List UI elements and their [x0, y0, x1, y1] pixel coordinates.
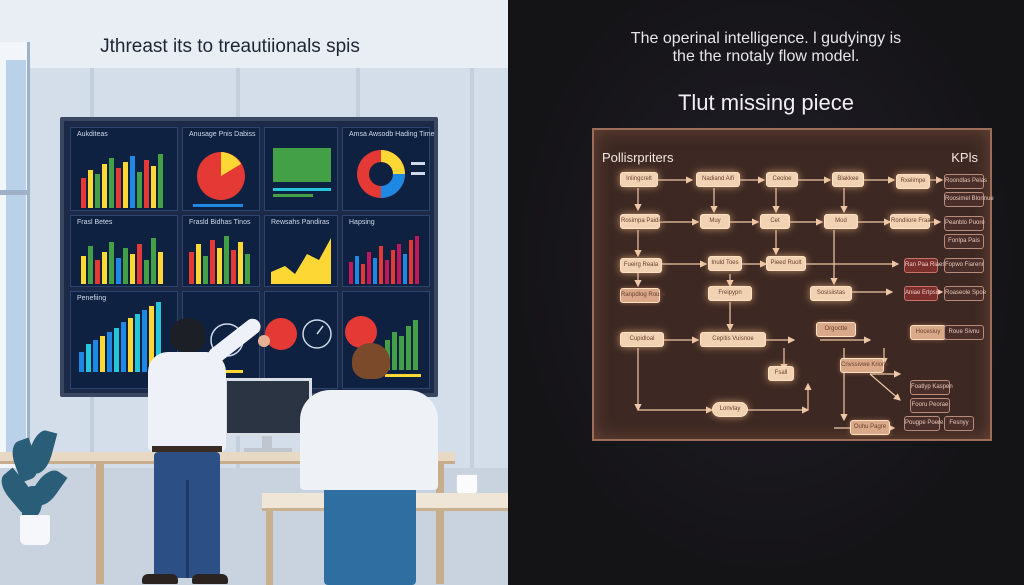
left-panel: Jthreast its to treautiionals spis Aukdi…	[0, 0, 508, 585]
flow-node: Orgoctte	[816, 322, 856, 337]
dashboard-tile-bar: Frasld Bidhas Tinos	[182, 215, 260, 287]
flow-node: Muy	[700, 214, 730, 229]
kpi-item: Fooru Peorae	[910, 398, 950, 413]
dashboard-tile-pie: Anusage Pnis Dabiss	[182, 127, 260, 211]
flow-node: Cepitis Vuisnoe	[700, 332, 766, 347]
ceiling	[0, 0, 508, 68]
kpi-item: Roue Sivnu	[944, 325, 984, 340]
flow-node: Fueirg Reala	[620, 258, 662, 273]
kpi-item: Roaseole Spoe	[944, 286, 986, 301]
tile-title: Penefiing	[77, 295, 107, 302]
flow-node: Inlingcrelt	[620, 172, 658, 187]
desk-leg	[436, 464, 444, 584]
tile-title: Frasld Bidhas Tinos	[189, 219, 251, 226]
flow-node: Ranpdlog Rouse	[620, 288, 666, 303]
flow-connectors	[634, 176, 944, 432]
dashboard-tile-donut: Amsa Awsodb Hading Time	[342, 127, 434, 211]
wall-divider	[470, 68, 474, 468]
plant-pot	[20, 515, 50, 545]
right-heading-line1: The operinal intelligence. l gudyingy is	[630, 30, 902, 47]
tile-title: Aukditeas	[77, 131, 108, 138]
right-panel: The operinal intelligence. l gudyingy is…	[508, 0, 1024, 585]
dashboard-tile-area: Rewsahs Pandiras	[264, 215, 338, 287]
flow-node: Ouhu Pagre	[850, 420, 890, 435]
person-standing-leg-gap	[186, 480, 189, 578]
flow-node: Nadiand Aifi	[696, 172, 740, 187]
flow-node: Cnvssivwe Kriorle	[840, 358, 889, 373]
plant-leaf	[22, 486, 42, 518]
belt	[152, 446, 222, 452]
flow-node: Cet	[760, 214, 790, 229]
window-pane	[6, 60, 26, 460]
person-standing-torso	[148, 352, 226, 452]
monitor-base	[244, 448, 292, 453]
dashboard-tile-bar: Hapsing	[342, 215, 430, 287]
bar-chart-icon	[79, 302, 161, 372]
kpi-item: Roondlas Pelas	[944, 174, 987, 189]
flow-node: Ceoloe	[766, 172, 798, 187]
dashboard-tile-bar: Aukditeas	[70, 127, 178, 211]
flow-node: Freipypn	[708, 286, 752, 301]
left-heading: Jthreast its to treautiionals spis	[100, 36, 360, 57]
window-bar	[0, 190, 30, 195]
flow-node: Mod	[824, 214, 858, 229]
person-seated-head	[352, 343, 390, 379]
flow-node: Lonvlay	[712, 402, 748, 417]
flow-node: Hocesiuy	[910, 325, 946, 340]
person-seated-torso	[300, 390, 438, 490]
desktop-monitor	[224, 378, 312, 436]
bar-chart-icon	[349, 236, 419, 284]
pointing-hand	[258, 335, 270, 347]
shoe	[142, 574, 178, 584]
kpi-item: Fesnyy	[944, 416, 974, 431]
desk-leg	[266, 511, 273, 585]
bar-chart-icon	[81, 238, 163, 284]
shoe	[192, 574, 228, 584]
kpi-item: Foatlyp Kaspen	[910, 380, 953, 395]
flow-node: Rosimpa Paidin	[620, 214, 663, 229]
area-chart-icon	[273, 148, 331, 197]
right-subheading: Tlut missing piece	[677, 90, 855, 115]
kpi-item: Pougpe Poere	[904, 416, 943, 431]
tile-title: Rewsahs Pandiras	[271, 219, 330, 226]
flow-node: Inuld Toes	[708, 256, 742, 271]
flow-model-board: Pollisrpriters KPls Inlingcrelt Nadiand …	[592, 128, 994, 441]
kpi-item: Fonlpa Pais	[944, 234, 984, 249]
flow-node: Fsall	[768, 366, 794, 381]
flow-node: Rondiiore Fraar	[890, 214, 933, 229]
bar-chart-icon	[81, 154, 163, 208]
tile-title: Hapsing	[349, 219, 375, 226]
right-heading-line2: the the rnotaly flow model.	[672, 48, 860, 65]
tile-title: Anusage Pnis Dabiss	[189, 131, 256, 138]
donut-chart-icon	[357, 150, 425, 198]
kpi-item: Roosimel Blonnue	[944, 192, 994, 207]
board-label-left: Pollisrpriters	[602, 150, 674, 165]
desk-leg	[96, 464, 104, 584]
kpi-item: Aniae Erlpsis	[904, 286, 940, 301]
dashboard-tile-pie	[264, 291, 338, 389]
person-standing-head	[170, 318, 206, 352]
dashboard-tile-bar: Frasl Betes	[70, 215, 178, 287]
tile-title: Frasl Betes	[77, 219, 113, 226]
monitor-stand	[262, 436, 272, 450]
flow-node: Sosisiistas	[810, 286, 852, 301]
flow-node: Rxelimpe	[896, 174, 930, 189]
pie-chart-icon	[265, 318, 332, 350]
dashboard-tile-area	[264, 127, 338, 211]
kpi-item: Peanblo Puore	[944, 216, 985, 231]
tile-title: Amsa Awsodb Hading Time	[349, 131, 435, 138]
area-chart-icon	[271, 238, 331, 284]
flow-node: Pieed Ruolt	[766, 256, 806, 271]
board-label-right: KPls	[951, 150, 978, 165]
flow-node: Blakkee	[832, 172, 864, 187]
kpi-item: Fopwo Fiarenr	[944, 258, 984, 273]
flow-node: Cupidloal	[620, 332, 664, 347]
pie-chart-icon	[193, 152, 245, 207]
bar-chart-icon	[189, 236, 250, 284]
kpi-item: Ran Paa Riaes	[904, 258, 945, 273]
